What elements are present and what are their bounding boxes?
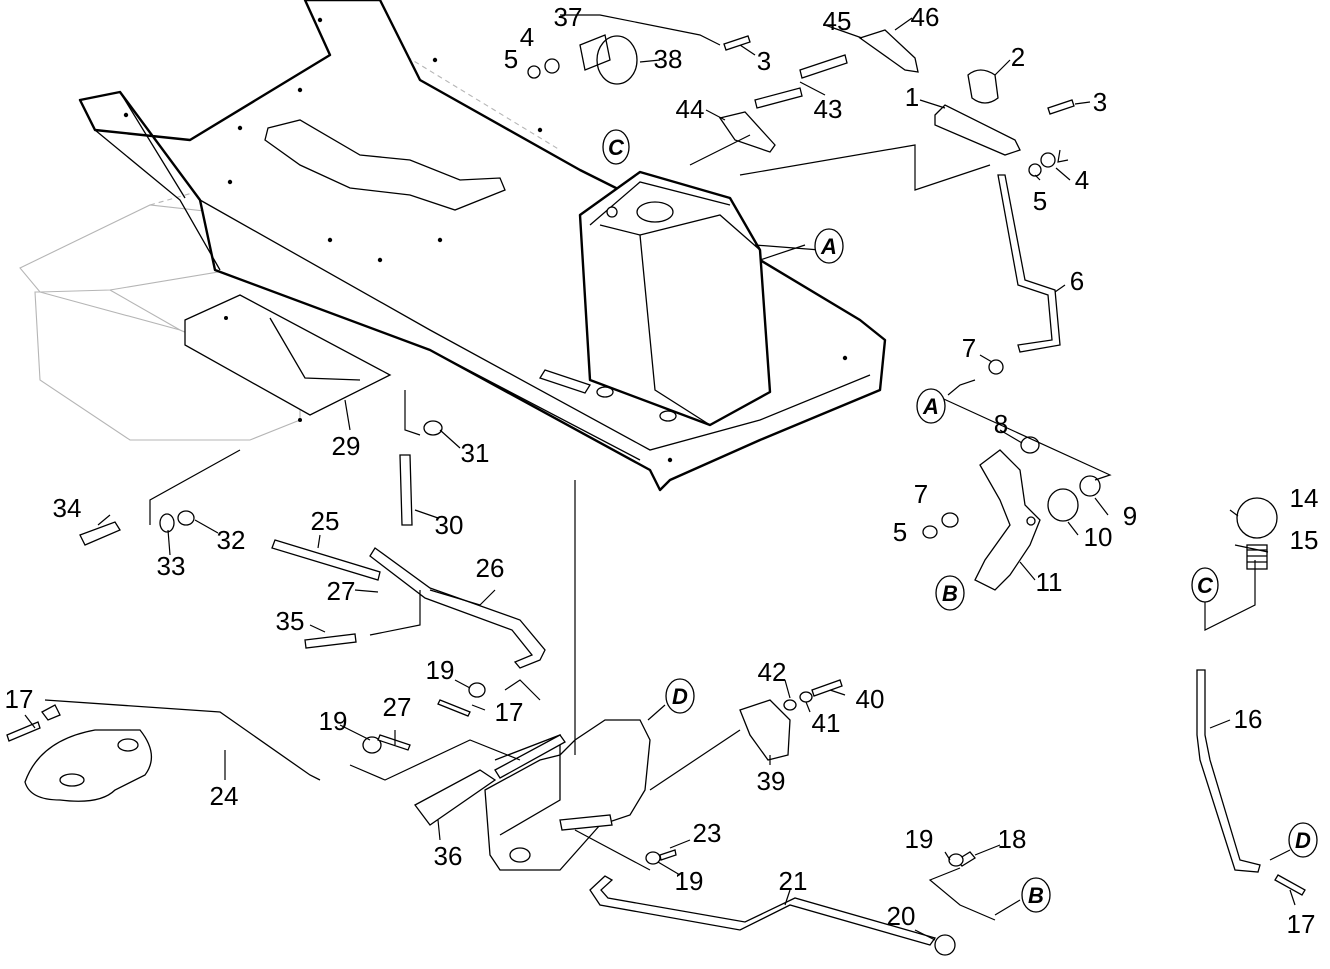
callout-37: 37	[554, 2, 583, 32]
callout-15: 15	[1290, 525, 1319, 555]
callout-23: 23	[693, 818, 722, 848]
reference-letter-a-right: A	[916, 388, 946, 424]
callout-18: 18	[998, 824, 1027, 854]
callout-1: 1	[905, 82, 919, 112]
ref-letter-label: A	[922, 394, 939, 419]
ball-knob-14	[1236, 497, 1278, 539]
ref-letter-label: B	[1028, 883, 1044, 908]
callout-7-bracket: 7	[914, 479, 928, 509]
callout-9: 9	[1123, 501, 1137, 531]
callout-25: 25	[311, 506, 340, 536]
callout-11: 11	[1036, 567, 1063, 597]
callout-27-spring: 27	[327, 576, 356, 606]
callout-4-right: 4	[1075, 165, 1089, 195]
callout-36: 36	[434, 841, 463, 871]
leader-lines	[24, 14, 1296, 941]
callout-38: 38	[654, 44, 683, 74]
reference-letter-c-right: C	[1191, 567, 1219, 603]
reference-letter-a-console: A	[814, 228, 844, 264]
callout-30: 30	[435, 510, 464, 540]
callout-14: 14	[1290, 483, 1319, 513]
ref-letter-label: C	[1197, 573, 1214, 598]
rod-16	[1196, 669, 1261, 873]
rod-21	[589, 875, 956, 956]
callout-43: 43	[814, 94, 843, 124]
reference-letter-c-top: C	[602, 129, 630, 165]
callout-10: 10	[1084, 522, 1113, 552]
reference-letter-b-rod: B	[1021, 877, 1051, 913]
callout-27-pin: 27	[383, 692, 412, 722]
callout-39: 39	[757, 766, 786, 796]
mounting-plate	[184, 294, 392, 422]
callout-19-lower: 19	[675, 866, 704, 896]
rod-6	[997, 174, 1061, 353]
callout-5-right: 5	[1033, 186, 1047, 216]
callout-17-center: 17	[495, 697, 524, 727]
callout-4-top: 4	[520, 22, 534, 52]
callout-3-right: 3	[1093, 87, 1107, 117]
callout-42: 42	[758, 657, 787, 687]
callout-5-bracket: 5	[893, 517, 907, 547]
ref-letter-label: A	[820, 234, 837, 259]
callout-24: 24	[210, 781, 239, 811]
console-tower	[578, 170, 772, 427]
callout-29: 29	[332, 431, 361, 461]
callout-8: 8	[994, 409, 1008, 439]
callout-33: 33	[157, 551, 186, 581]
callout-46: 46	[911, 2, 940, 32]
callout-20: 20	[887, 901, 916, 931]
callout-34: 34	[53, 493, 82, 523]
center-bracket-assembly	[414, 719, 651, 871]
reference-letter-d-center: D	[665, 678, 695, 714]
bracket-11	[974, 449, 1041, 591]
callout-31: 31	[461, 438, 490, 468]
callout-40: 40	[856, 684, 885, 714]
callout-19-right: 19	[905, 824, 934, 854]
callout-3-top: 3	[757, 46, 771, 76]
callout-19-center: 19	[426, 655, 455, 685]
callout-17-left: 17	[5, 684, 34, 714]
callout-35: 35	[276, 606, 305, 636]
callout-7-rod: 7	[962, 333, 976, 363]
small-hardware	[6, 29, 1306, 896]
callout-26: 26	[476, 553, 505, 583]
ref-letter-label: C	[608, 135, 625, 160]
knob-2	[967, 69, 999, 104]
callout-17-right: 17	[1287, 909, 1316, 939]
callout-16: 16	[1234, 704, 1263, 734]
reference-letter-b-bracket: B	[935, 575, 965, 611]
callout-21: 21	[779, 866, 808, 896]
callout-45: 45	[823, 6, 852, 36]
slotted-bracket-1	[934, 104, 1021, 156]
ref-letter-label: D	[672, 684, 688, 709]
callout-32: 32	[217, 525, 246, 555]
part-callouts: 1 2 3 3 4 4 5 5 5 6 7 7 8 9 10 11 14 15 …	[5, 2, 1319, 939]
ref-letter-label: B	[942, 581, 958, 606]
callout-41: 41	[812, 708, 841, 738]
callout-5-top: 5	[504, 44, 518, 74]
callout-2: 2	[1011, 42, 1025, 72]
pivot-lever-assembly	[24, 699, 321, 802]
callout-6: 6	[1070, 266, 1084, 296]
callout-19-left: 19	[319, 706, 348, 736]
ref-letter-label: D	[1295, 828, 1311, 853]
reference-letter-d-right: D	[1288, 822, 1318, 858]
callout-44: 44	[676, 94, 705, 124]
